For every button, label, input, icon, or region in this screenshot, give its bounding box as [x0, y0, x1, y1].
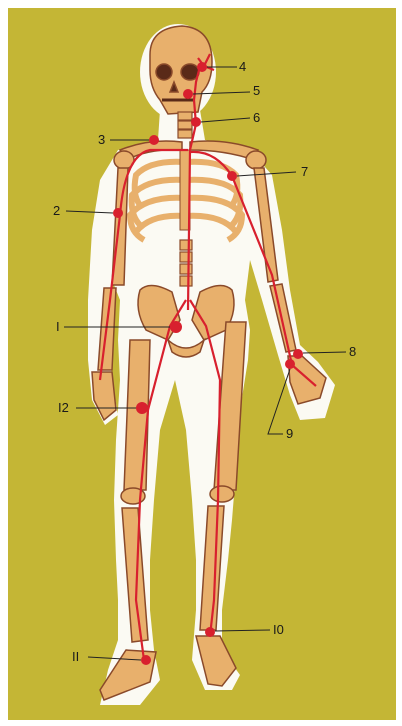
label-4: 4	[239, 60, 246, 74]
label-7: 7	[301, 165, 308, 179]
label-3: 3	[98, 133, 105, 147]
label-5: 5	[253, 84, 260, 98]
pulse-point-3	[149, 135, 159, 145]
label-8: 8	[349, 345, 356, 359]
label-6: 6	[253, 111, 260, 125]
pulse-point-10	[205, 627, 215, 637]
pulse-point-5	[183, 89, 193, 99]
label-12: I2	[58, 401, 69, 415]
pulse-point-7	[227, 171, 237, 181]
pulse-point-6	[191, 117, 201, 127]
pulse-point-4	[197, 62, 207, 72]
label-1: I	[56, 320, 60, 334]
label-10: I0	[273, 623, 284, 637]
pulse-point-8	[293, 349, 303, 359]
label-11: II	[72, 650, 79, 664]
pulse-point-1	[170, 321, 182, 333]
pulse-point-12	[136, 402, 148, 414]
label-2: 2	[53, 204, 60, 218]
pulse-point-11	[141, 655, 151, 665]
label-9: 9	[286, 427, 293, 441]
pulse-point-2	[113, 208, 123, 218]
pulse-point-9	[285, 359, 295, 369]
